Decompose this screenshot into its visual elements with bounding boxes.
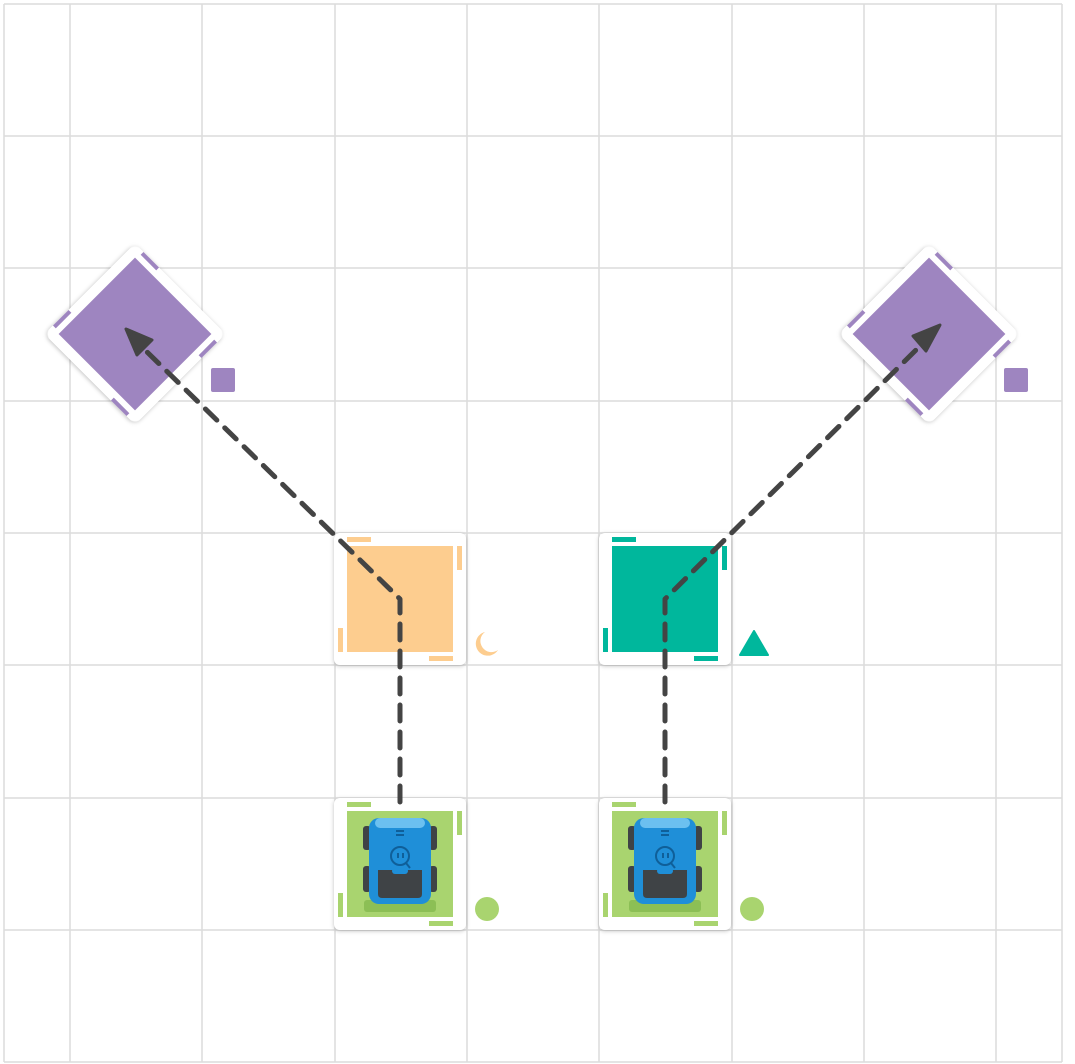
path-right — [662, 343, 923, 805]
circle-badge — [740, 897, 764, 921]
crescent-moon-badge — [475, 632, 498, 656]
triangle-badge — [739, 630, 769, 656]
circle-badge — [475, 897, 499, 921]
robot-icon — [363, 818, 437, 912]
start-tile-right[interactable] — [599, 798, 731, 930]
arrowhead-right-icon — [911, 323, 942, 353]
board-grid — [3, 3, 1063, 1063]
square-badge — [211, 368, 235, 392]
square-badge — [1004, 368, 1028, 392]
arrowhead-left-icon — [124, 327, 154, 357]
start-tile-left[interactable] — [334, 798, 466, 930]
robot-icon — [628, 818, 702, 912]
path-left — [142, 347, 403, 805]
